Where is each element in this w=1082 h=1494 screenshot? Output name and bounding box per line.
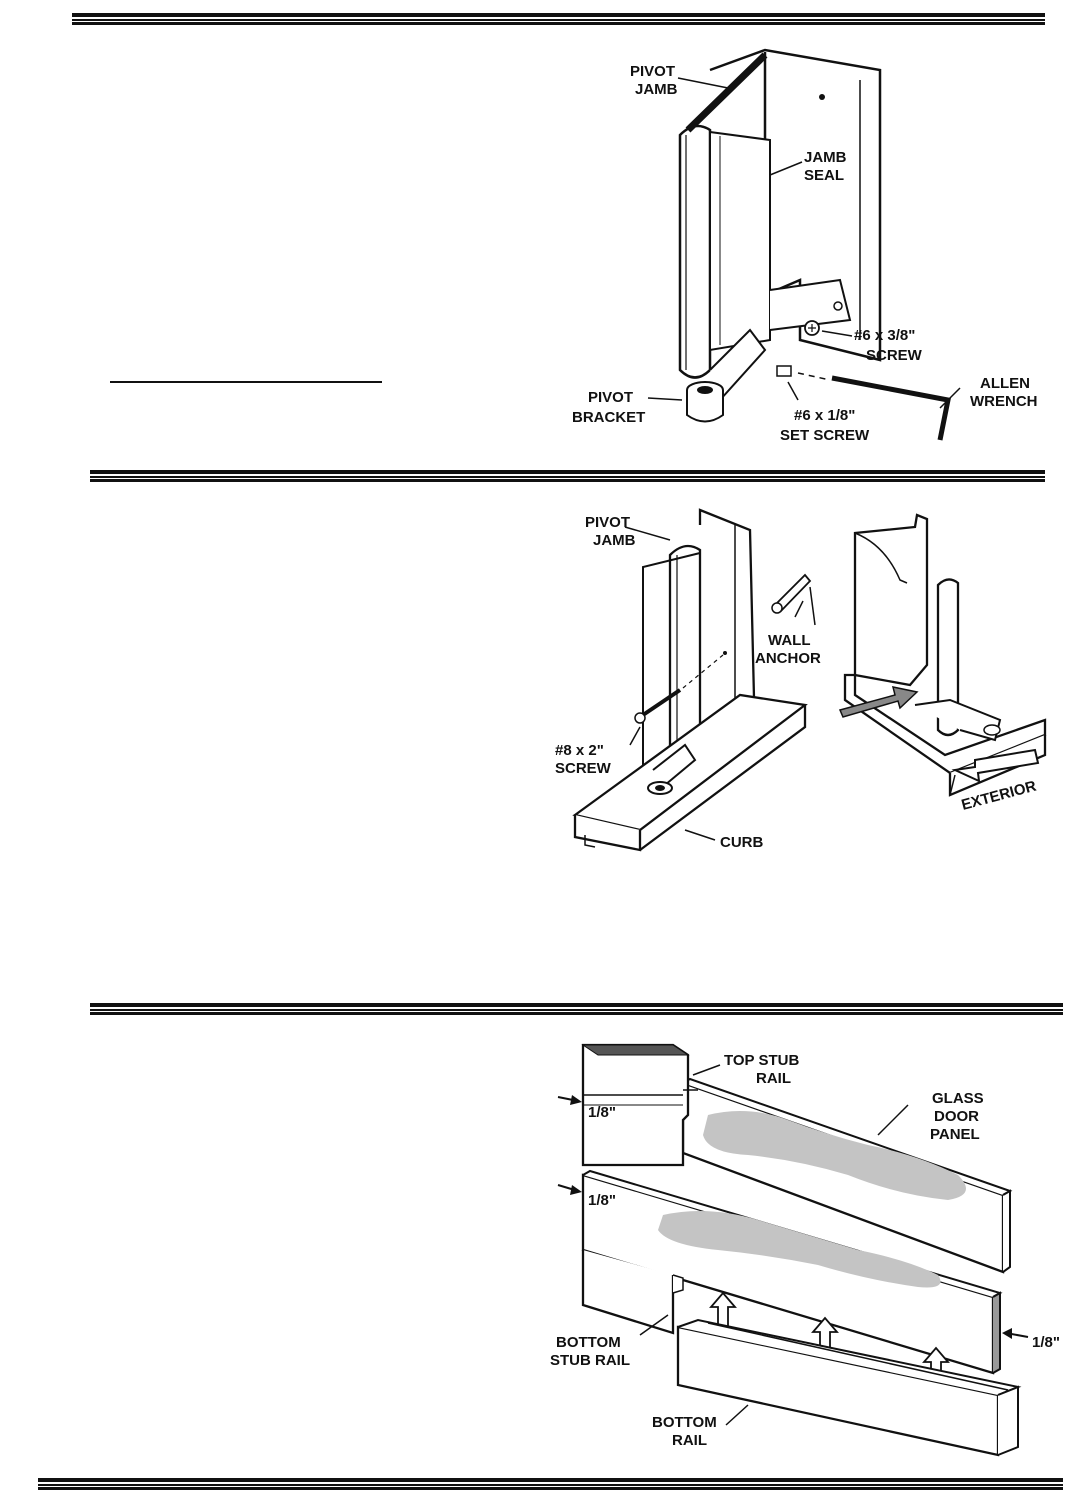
label-pivot-jamb-1: PIVOT [585,514,630,531]
label-set-screw-1: #6 x 1/8" [794,407,855,424]
label-glass-1: GLASS [932,1090,984,1107]
arrow-icon [838,686,919,718]
figure-jamb-curb-installation: PIVOT JAMB WALL ANCHOR #8 x 2" SCREW CUR… [555,505,1055,865]
label-pivot-jamb-2: JAMB [635,81,678,98]
section-rule-bottom [38,1478,1063,1490]
exterior-arrow-icon [951,748,1040,783]
section-rule-3 [90,1003,1063,1015]
label-screw-1: #8 x 2" [555,742,604,759]
label-top-stub-rail-1: TOP STUB [724,1052,799,1069]
screw-hole-icon [819,94,825,100]
label-curb: CURB [720,834,763,851]
label-screw-2: SCREW [866,347,923,364]
label-pivot-jamb-2: JAMB [593,532,636,549]
label-set-screw-2: SET SCREW [780,427,870,444]
label-jamb-seal-2: SEAL [804,167,844,184]
label-pivot-bracket-2: BRACKET [572,409,645,426]
label-glass-2: DOOR [934,1108,979,1125]
screw-icon [638,688,682,719]
label-screw-1: #6 x 3/8" [854,327,915,344]
label-gap-1: 1/8" [588,1104,616,1121]
label-bottom-rail-2: RAIL [672,1432,707,1449]
label-allen-wrench-2: WRENCH [970,393,1038,410]
figure-pivot-jamb-assembly: PIVOT JAMB JAMB SEAL #6 x 3/8" SCREW ALL… [560,40,1060,460]
label-wall-anchor-1: WALL [768,632,811,649]
label-allen-wrench-1: ALLEN [980,375,1030,392]
label-wall-anchor-2: ANCHOR [755,650,821,667]
label-glass-3: PANEL [930,1126,980,1143]
label-pivot-bracket-1: PIVOT [588,389,633,406]
label-pivot-jamb-1: PIVOT [630,63,675,80]
set-screw-icon [776,365,792,377]
label-bottom-rail-1: BOTTOM [652,1414,717,1431]
label-bottom-stub-rail-1: BOTTOM [556,1334,621,1351]
text-underline [110,381,382,383]
section-rule-2 [90,470,1045,482]
label-gap-3: 1/8" [1032,1334,1060,1351]
label-bottom-stub-rail-2: STUB RAIL [550,1352,630,1369]
label-gap-2: 1/8" [588,1192,616,1209]
section-rule-top [72,13,1045,25]
label-top-stub-rail-2: RAIL [756,1070,791,1087]
label-jamb-seal-1: JAMB [804,149,847,166]
figure-stub-rail-assembly: TOP STUB RAIL GLASS DOOR PANEL 1/8" 1/8"… [548,1035,1082,1475]
label-screw-2: SCREW [555,760,612,777]
